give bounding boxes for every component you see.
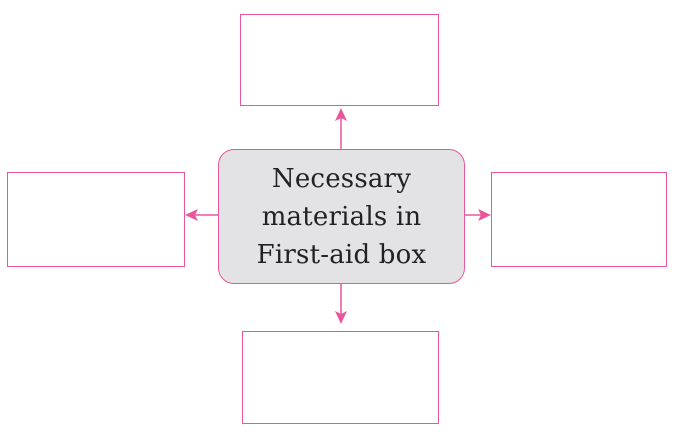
central-topic-line-3: First-aid box	[256, 239, 427, 270]
central-topic-line-1: Necessary	[271, 163, 412, 194]
empty-answer-box-top[interactable]	[240, 14, 439, 106]
arrow-down-connector	[335, 284, 347, 324]
arrow-right-connector	[465, 209, 491, 221]
central-topic-box: Necessary materials in First-aid box	[218, 149, 465, 284]
central-topic-line-2: materials in	[261, 201, 422, 232]
central-topic-label: Necessary materials in First-aid box	[257, 160, 427, 274]
arrow-up-connector	[335, 108, 347, 149]
arrow-left-icon	[185, 209, 198, 221]
arrow-right-icon	[478, 209, 491, 221]
empty-answer-box-bottom[interactable]	[242, 331, 439, 424]
arrow-up-icon	[335, 108, 347, 121]
empty-answer-box-right[interactable]	[491, 172, 667, 267]
arrow-left-connector	[185, 209, 218, 221]
arrow-down-icon	[335, 311, 347, 324]
empty-answer-box-left[interactable]	[7, 172, 185, 267]
